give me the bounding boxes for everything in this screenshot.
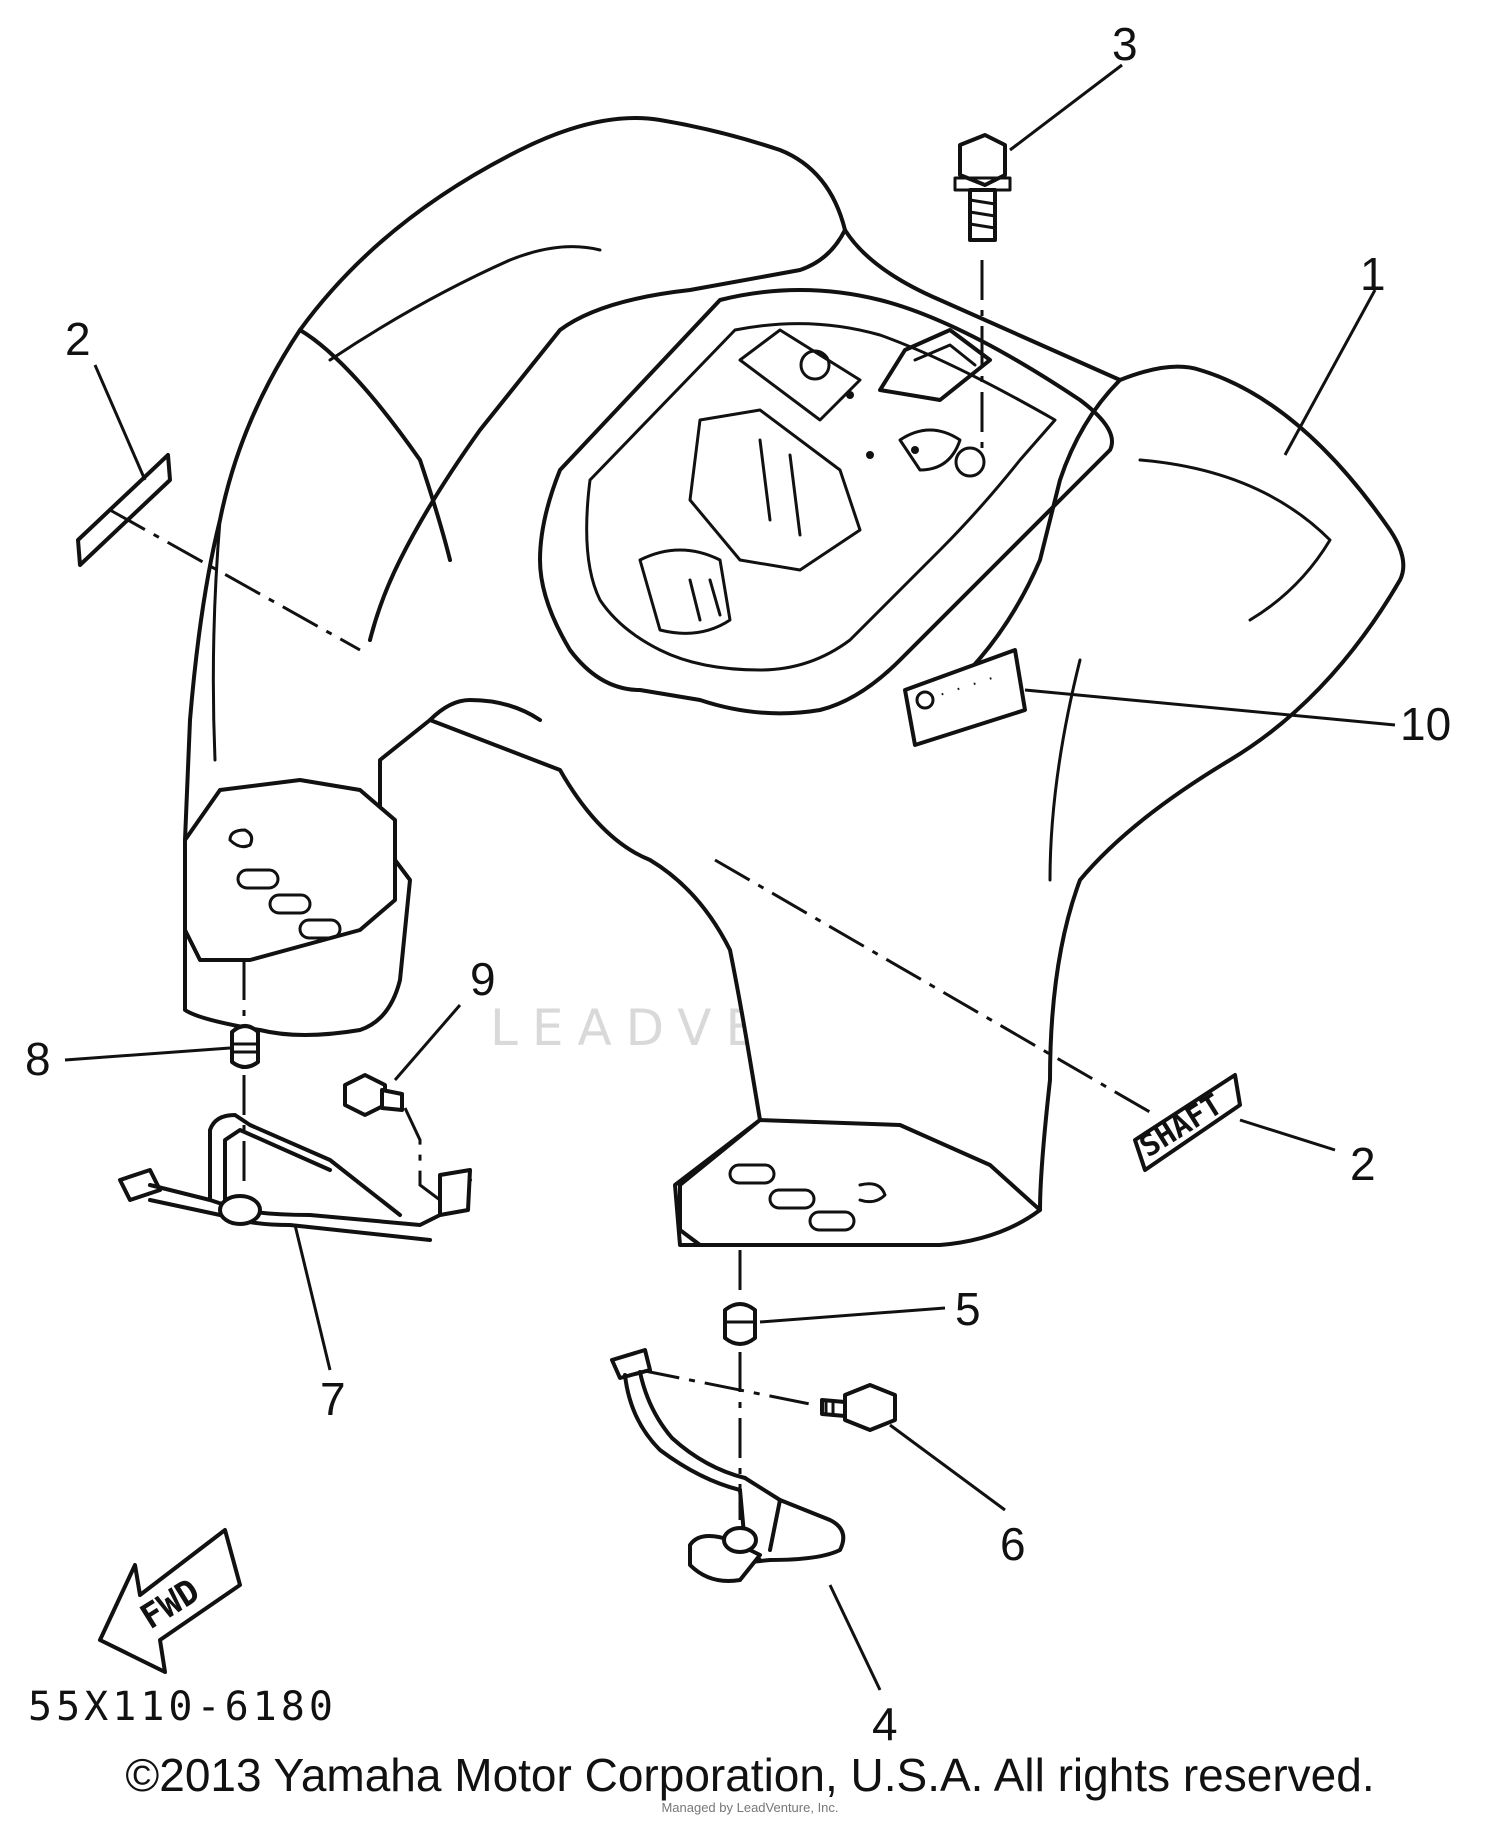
callout-7: 7 <box>320 1373 346 1425</box>
callout-2-left: 2 <box>65 313 91 365</box>
grommet-8 <box>230 960 260 1190</box>
rear-fender: · · · · <box>183 116 1406 1247</box>
bolt-3 <box>953 133 1012 450</box>
bolt-9 <box>343 1073 441 1202</box>
callout-4: 4 <box>872 1698 898 1750</box>
callout-10: 10 <box>1400 698 1451 750</box>
bolt-6 <box>639 1368 897 1432</box>
callout-labels: 3 1 2 10 2 5 6 4 7 8 9 <box>25 18 1451 1750</box>
callout-2-right: 2 <box>1350 1138 1376 1190</box>
callout-1: 1 <box>1360 248 1386 300</box>
bracket-7 <box>118 1113 472 1242</box>
callout-3: 3 <box>1112 18 1138 70</box>
managed-by-text: Managed by LeadVenture, Inc. <box>661 1800 839 1815</box>
fwd-arrow: FWD <box>98 1528 242 1674</box>
callout-6: 6 <box>1000 1518 1026 1570</box>
decal-2-left <box>76 453 361 652</box>
callout-5: 5 <box>955 1283 981 1335</box>
part-code: 55X110-6180 <box>28 1684 337 1730</box>
copyright-notice: ©2013 Yamaha Motor Corporation, U.S.A. A… <box>125 1749 1375 1801</box>
bracket-4 <box>610 1348 846 1583</box>
decal-shaft-text: SHAFT <box>1134 1087 1229 1165</box>
callout-8: 8 <box>25 1033 51 1085</box>
callout-9: 9 <box>470 953 496 1005</box>
leader-lines <box>64 63 1396 1691</box>
